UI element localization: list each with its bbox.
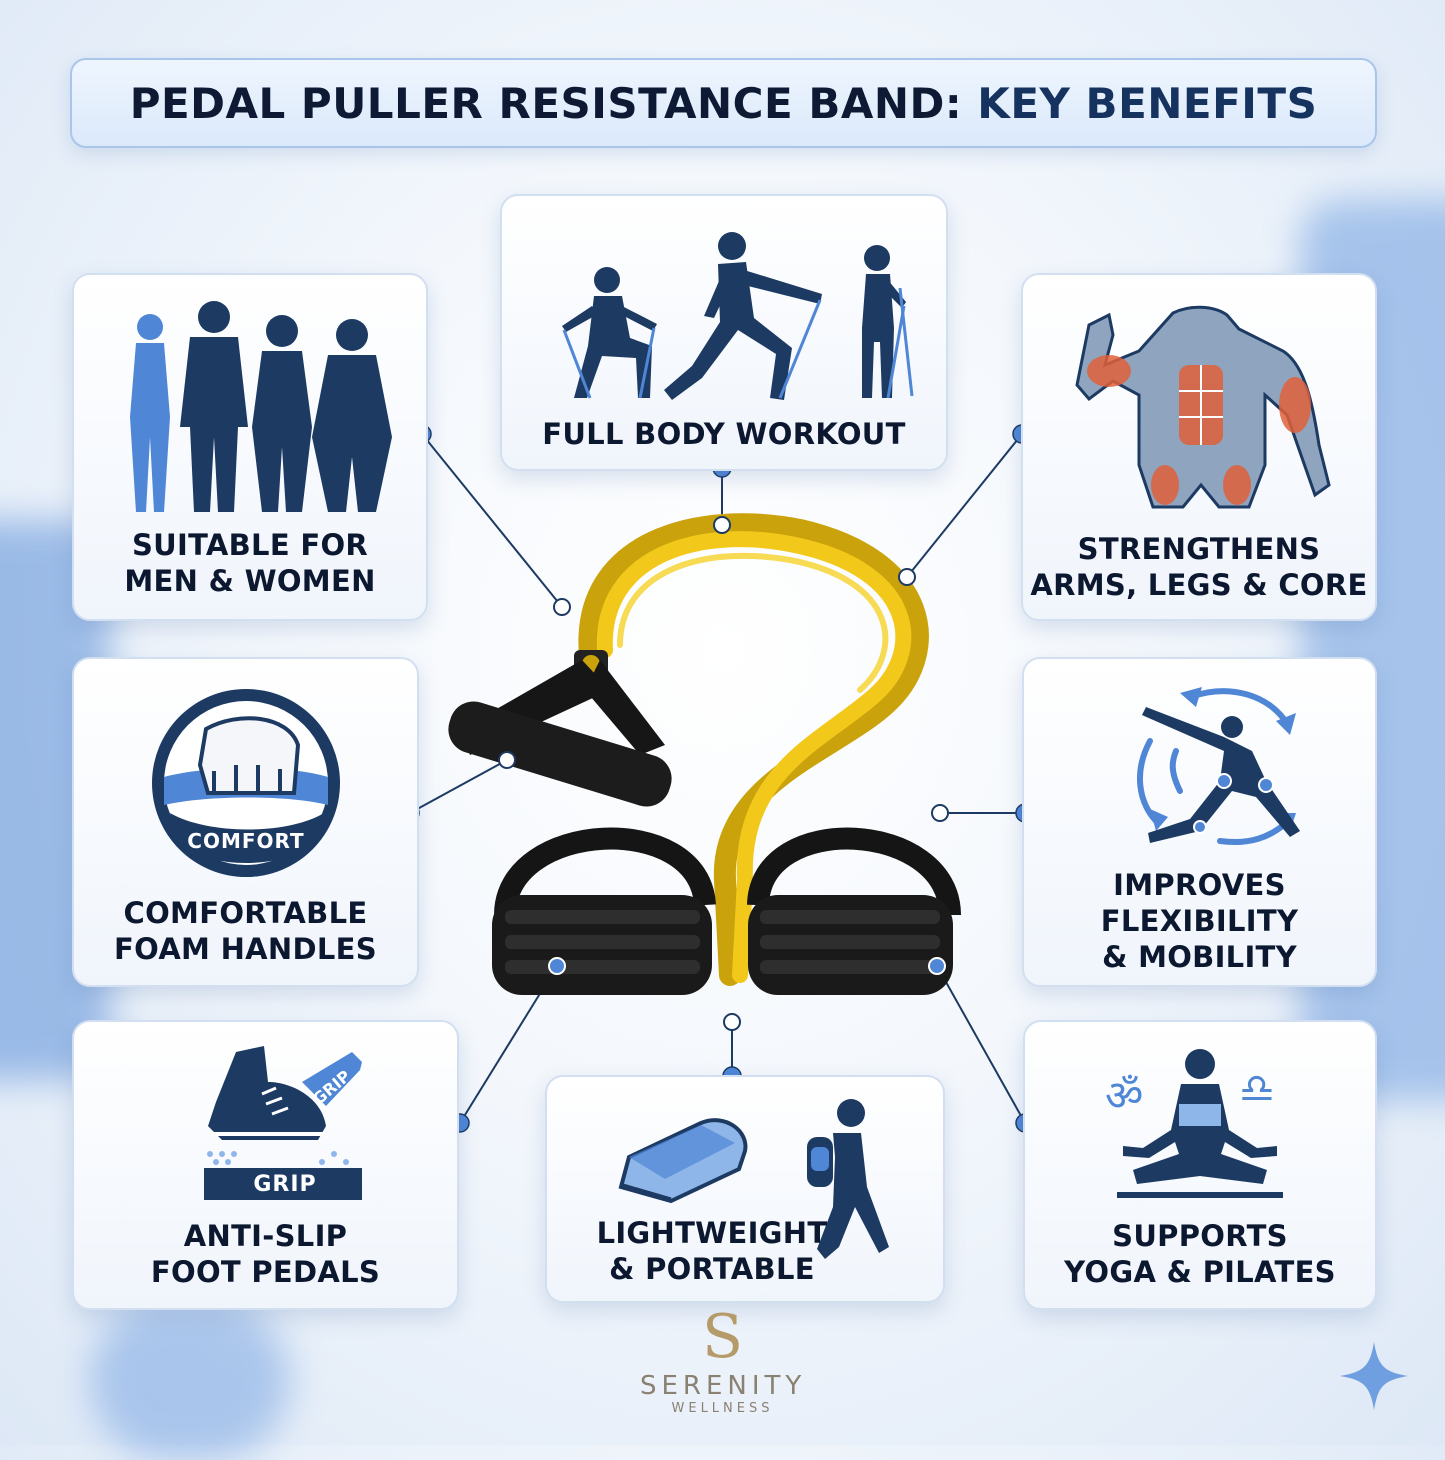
workout-figures-icon [562,232,914,400]
brand-logo: S SERENITY WELLNESS [640,1305,805,1416]
hand-grip-comfort-icon [152,689,340,877]
card-anti-slip-label: ANTI-SLIP FOOT PEDALS [150,1219,381,1289]
resistance-band [578,513,929,986]
card-foam-handles-label: COMFORTABLE FOAM HANDLES [114,896,377,966]
card-full-body-workout: FULL BODY WORKOUT [500,194,948,471]
sparkle-icon [1340,1342,1408,1410]
card-lightweight: LIGHTWEIGHT & PORTABLE [545,1075,945,1303]
comfort-badge-text: COMFORT [187,829,305,853]
title-accent: KEY BENEFITS [977,78,1318,128]
card-strengthens: STRENGTHENS ARMS, LEGS & CORE [1021,273,1377,621]
card-flexibility: IMPROVES FLEXIBILITY & MOBILITY [1022,657,1377,987]
shoe-grip-icon [204,1046,362,1200]
muscle-torso-icon [1075,305,1331,509]
libra-symbol-icon: ♎ [1239,1066,1275,1112]
foot-pedals [492,827,961,995]
card-yoga-pilates: ॐ ♎ SUPPORTS YOGA & PILATES [1023,1020,1377,1310]
om-symbol-icon: ॐ [1105,1071,1144,1120]
folded-band-icon [618,1118,748,1203]
card-yoga-pilates-label: SUPPORTS YOGA & PILATES [1064,1219,1336,1289]
card-flexibility-label: IMPROVES FLEXIBILITY & MOBILITY [1100,868,1299,974]
foam-handle [448,650,672,807]
card-lightweight-label: LIGHTWEIGHT & PORTABLE [596,1216,828,1286]
meditation-figure-icon [1117,1049,1283,1198]
brand-subtitle: WELLNESS [671,1401,774,1416]
card-foam-handles: COMFORT COMFORTABLE FOAM HANDLES [72,657,419,987]
title-banner: PEDAL PULLER RESISTANCE BAND: KEY BENEFI… [70,58,1377,148]
card-anti-slip: GRIP GRIP ANTI-SLIP FOOT PEDALS [72,1020,459,1310]
page-title: PEDAL PULLER RESISTANCE BAND: KEY BENEFI… [130,79,1318,128]
walking-backpack-person-icon [807,1099,889,1259]
title-main: PEDAL PULLER RESISTANCE BAND: [129,78,963,128]
card-strengthens-label: STRENGTHENS ARMS, LEGS & CORE [1030,532,1368,602]
people-silhouettes-icon [130,301,392,512]
card-full-body-workout-label: FULL BODY WORKOUT [542,417,906,451]
card-suitable-men-women: SUITABLE FOR MEN & WOMEN [72,273,428,621]
brand-name: SERENITY [640,1371,807,1401]
brand-monogram: S [701,1302,744,1372]
background-blob-bottom-left [90,1300,290,1460]
stretching-figure-icon [1137,687,1300,845]
card-suitable-men-women-label: SUITABLE FOR MEN & WOMEN [124,528,376,598]
grip-base-badge-text: GRIP [253,1172,317,1197]
